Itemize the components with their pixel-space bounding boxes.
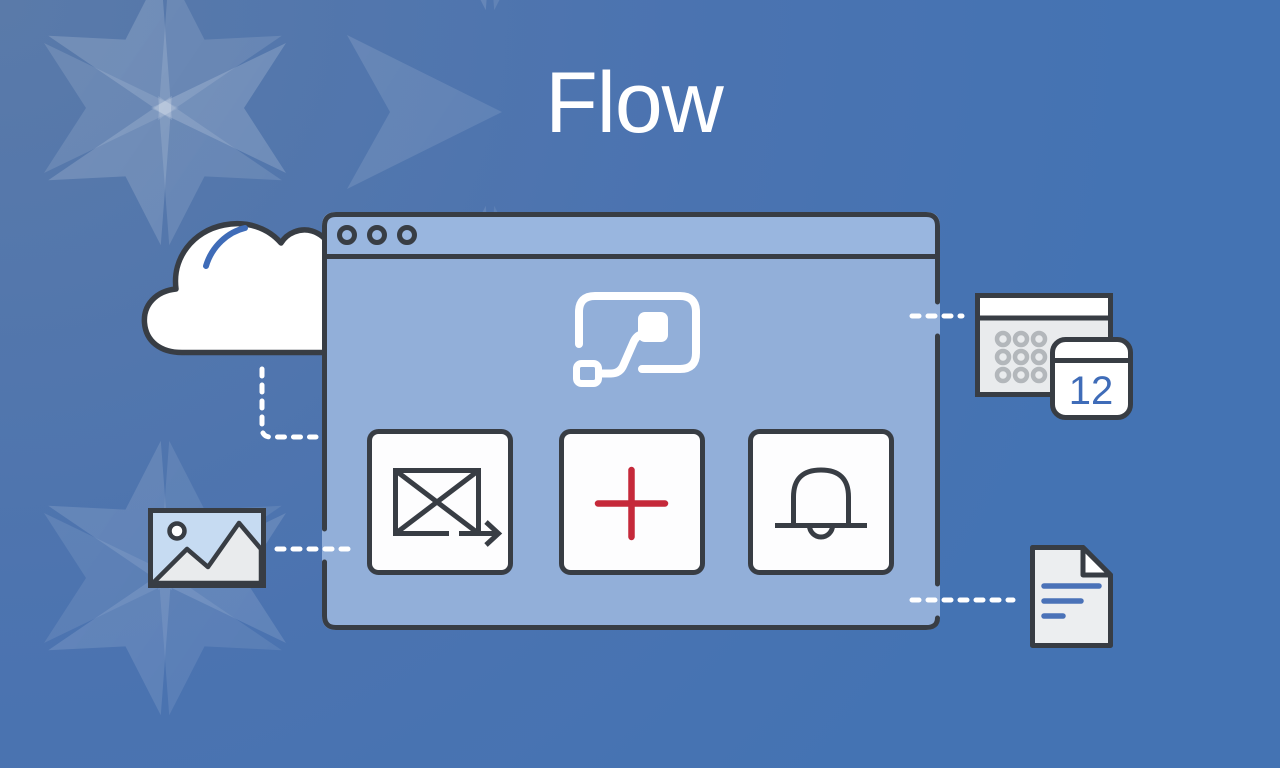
window-topbar xyxy=(322,212,940,256)
calendar-dot xyxy=(1030,348,1048,366)
tile-notification xyxy=(748,429,894,575)
traffic-dot-1 xyxy=(337,225,357,245)
cloud-connector-line xyxy=(259,366,319,440)
calendar-dot xyxy=(1030,366,1048,384)
window-border-bottom xyxy=(322,559,940,630)
calendar-day: 12 xyxy=(1069,369,1114,413)
calendar-icon: 12 xyxy=(975,293,1133,420)
calendar-dot xyxy=(994,330,1012,348)
bell-clapper xyxy=(807,525,835,540)
calendar-dot xyxy=(1012,348,1030,366)
tile-notification-box xyxy=(748,429,894,575)
bell-dome xyxy=(791,467,851,525)
flow-logo-icon xyxy=(573,292,700,387)
email-forward-icon xyxy=(393,468,503,547)
cloud-highlight-arc xyxy=(203,225,248,269)
calendar-dot xyxy=(1030,330,1048,348)
image-sun xyxy=(167,521,187,541)
calendar-dots xyxy=(994,330,1048,384)
tile-email xyxy=(367,429,513,575)
bell-icon xyxy=(775,467,867,540)
chevron-pattern xyxy=(44,0,611,716)
image-icon xyxy=(148,508,266,588)
plus-icon xyxy=(594,466,669,541)
document-icon xyxy=(1030,545,1113,648)
document-fold xyxy=(1080,545,1113,578)
forward-arrow xyxy=(459,520,503,547)
traffic-dot-3 xyxy=(397,225,417,245)
calendar-dot xyxy=(1012,330,1030,348)
document-lines xyxy=(1041,583,1102,619)
cloud-shape xyxy=(141,220,336,356)
flow-logo-frame xyxy=(575,292,700,373)
browser-window xyxy=(322,212,940,630)
page-title: Flow xyxy=(545,55,724,151)
traffic-dots xyxy=(337,225,417,245)
calendar-dot xyxy=(994,348,1012,366)
image-mountains xyxy=(150,520,264,586)
flow-logo-node-small xyxy=(573,360,602,387)
traffic-dot-2 xyxy=(367,225,387,245)
window-border-top xyxy=(322,212,940,532)
big-chevron xyxy=(347,35,502,189)
cloud-icon xyxy=(141,220,336,356)
calendar-dot xyxy=(1012,366,1030,384)
flow-logo-node-big xyxy=(638,312,668,342)
tile-add xyxy=(559,429,705,575)
dotted-connectors xyxy=(259,313,1016,603)
envelope-folds xyxy=(393,468,481,536)
calendar-dot xyxy=(994,366,1012,384)
